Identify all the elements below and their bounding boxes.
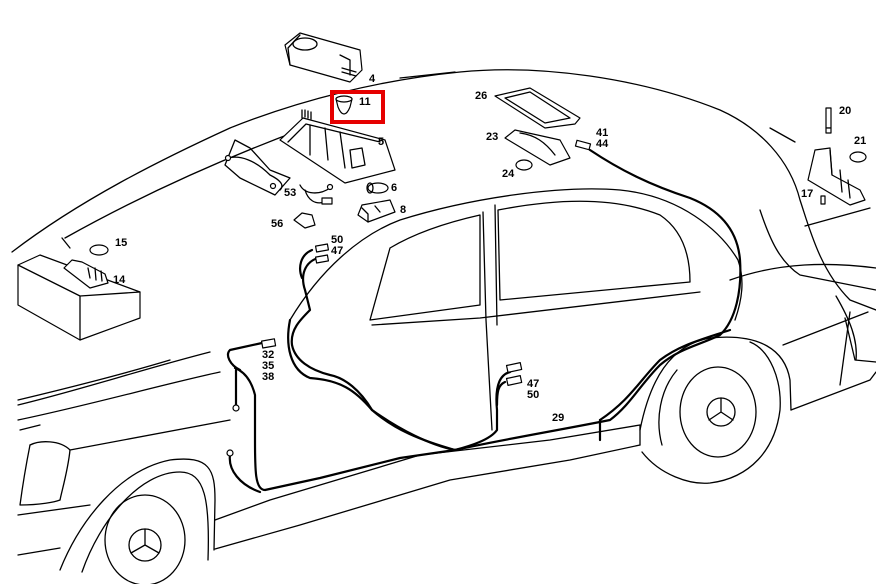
label-24: 24 [502, 168, 515, 180]
luggage-compartment-box [17, 254, 141, 341]
part-11-bulb-icon [335, 95, 353, 115]
label-11: 11 [359, 96, 371, 108]
label-17: 17 [801, 188, 814, 200]
label-29: 29 [552, 412, 565, 424]
label-23: 23 [486, 131, 499, 143]
part-8-switch [357, 199, 396, 223]
wiring-harness [226, 148, 742, 494]
label-56: 56 [271, 218, 284, 230]
label-41: 41 [596, 127, 609, 139]
connectors-50-47-front [314, 243, 330, 264]
label-35: 35 [262, 360, 275, 372]
part-56-connector [293, 212, 316, 229]
connectors-47-50-rear [505, 362, 523, 386]
label-21: 21 [854, 135, 867, 147]
part-21-bulb-icon [849, 151, 867, 163]
label-4: 4 [369, 73, 376, 85]
doors-outline [287, 188, 743, 452]
label-44: 44 [596, 138, 609, 150]
label-47-front: 47 [331, 245, 344, 257]
label-32: 32 [262, 349, 275, 361]
label-8: 8 [400, 204, 407, 216]
connector-32-35-38 [260, 338, 277, 349]
part-17-lamp-holder [807, 147, 866, 206]
part-26-frame [494, 87, 581, 129]
label-15: 15 [115, 237, 128, 249]
part-23-reading-lamp [504, 129, 571, 166]
label-6: 6 [391, 182, 398, 194]
rear-line-lower [804, 207, 871, 227]
connector-41-44 [574, 139, 592, 151]
part-4-dome-light-housing [284, 32, 363, 83]
rear-line [769, 127, 796, 143]
roof-line [399, 71, 456, 79]
part-53-cable-harness [224, 139, 334, 205]
label-14: 14 [113, 274, 126, 286]
label-26: 26 [475, 90, 488, 102]
highlight-box-part-11 [330, 90, 385, 124]
label-47-rear: 47 [527, 378, 540, 390]
label-50-rear: 50 [527, 389, 540, 401]
part-15-bulb-icon [89, 244, 109, 256]
part-14-luggage-lamp [63, 259, 109, 289]
part-20-fuse [825, 107, 832, 134]
car-body-outline [11, 69, 876, 584]
part-6-festoon-bulb-icon [366, 182, 389, 194]
label-20: 20 [839, 105, 852, 117]
part-24-bulb-icon [515, 159, 533, 171]
label-50-front: 50 [331, 234, 344, 246]
label-5: 5 [378, 136, 385, 148]
label-38: 38 [262, 371, 275, 383]
label-53: 53 [284, 187, 297, 199]
part-5-interior-light-assembly [279, 109, 396, 184]
